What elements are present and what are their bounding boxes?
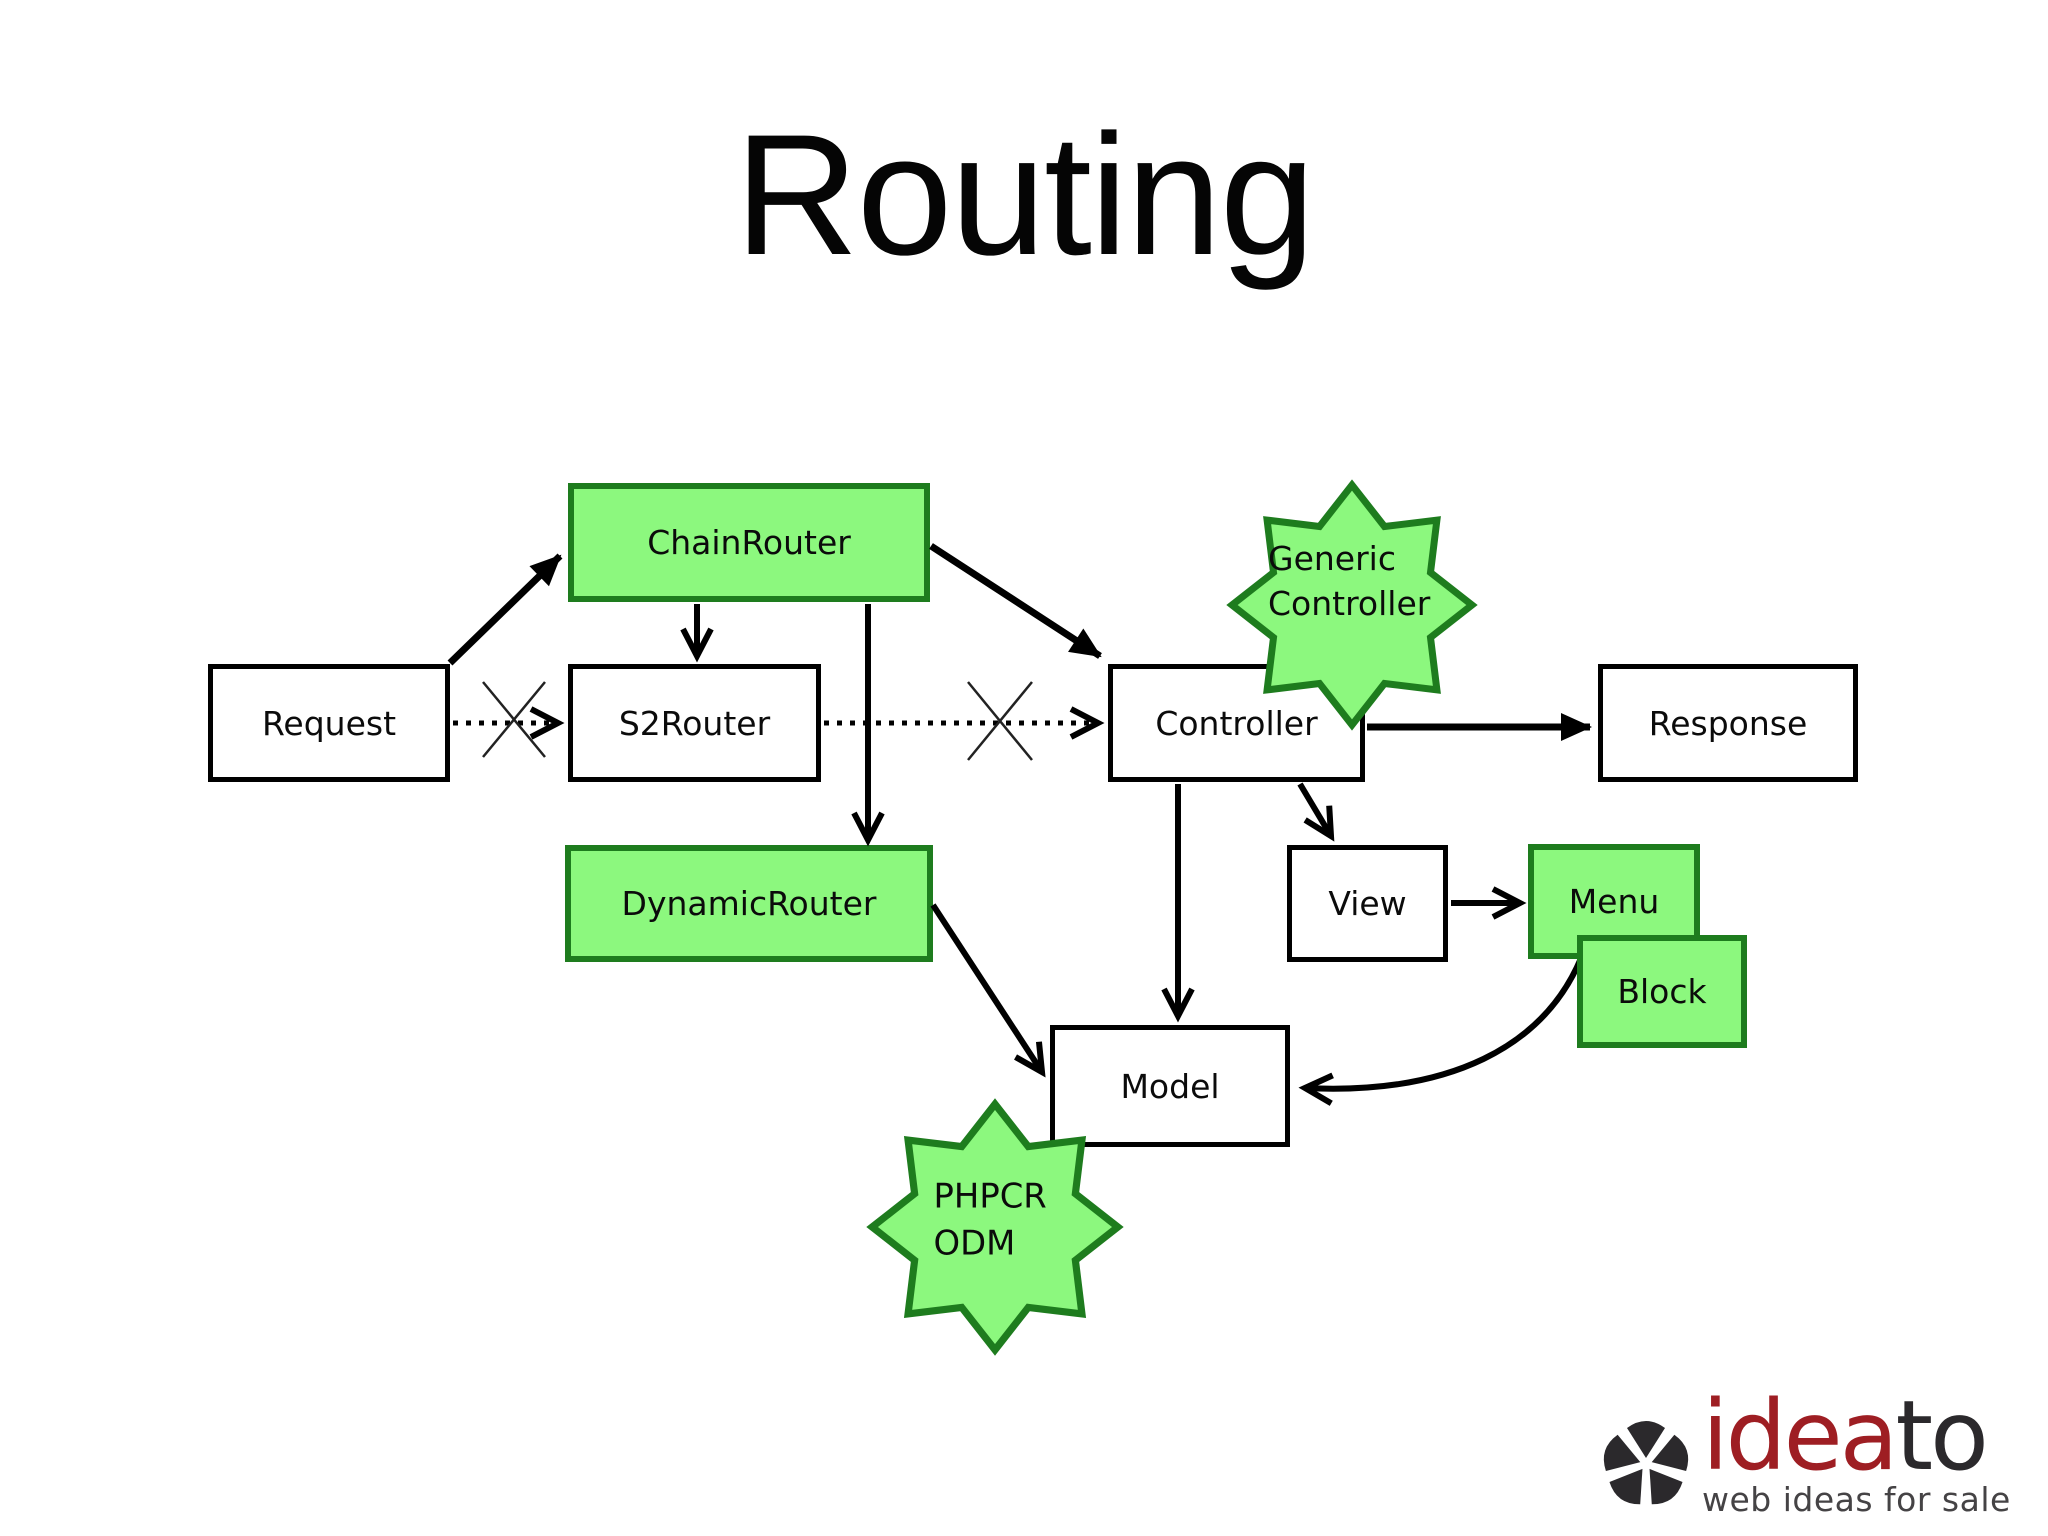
node-dynamicrouter-label: DynamicRouter	[621, 884, 877, 923]
ideato-logo: ideato web ideas for sale	[1596, 1388, 2011, 1519]
node-response: Response	[1598, 664, 1858, 782]
logo-wordmark: ideato	[1702, 1388, 2011, 1484]
star-shape	[1226, 479, 1478, 731]
arrow-controller-to-view	[1297, 782, 1335, 842]
crossed-out-mark-2	[967, 681, 1033, 761]
crossed-out-mark-1	[482, 681, 546, 758]
badge-generic-controller-line1: Generic	[1268, 539, 1396, 578]
badge-phpcr-odm-line1: PHPCR	[934, 1177, 1047, 1216]
node-s2router: S2Router	[568, 664, 821, 782]
arrow-menu-to-model-curved	[1298, 946, 1588, 1106]
node-model-label: Model	[1120, 1066, 1220, 1106]
badge-generic-controller-line2: Controller	[1268, 584, 1431, 623]
node-view: View	[1287, 845, 1448, 962]
logo-tagline: web ideas for sale	[1702, 1480, 2011, 1519]
asterisk-logo-icon	[1603, 1421, 1689, 1505]
logo-word-idea: idea	[1702, 1380, 1898, 1492]
node-dynamicrouter: DynamicRouter	[565, 845, 933, 962]
node-model: Model	[1050, 1025, 1290, 1147]
logo-word-to: to	[1895, 1380, 1989, 1492]
arrow-dynamicrouter-to-model	[930, 903, 1046, 1078]
node-s2router-label: S2Router	[618, 703, 771, 743]
node-chainrouter: ChainRouter	[568, 483, 930, 602]
badge-phpcr-odm: PHPCR ODM	[866, 1098, 1124, 1356]
node-request: Request	[208, 664, 450, 782]
node-block-label: Block	[1617, 972, 1707, 1011]
node-chainrouter-label: ChainRouter	[647, 523, 851, 562]
arrow-chainrouter-to-controller	[929, 543, 1102, 659]
node-controller-label: Controller	[1155, 703, 1318, 743]
arrow-request-to-chainrouter	[447, 553, 563, 666]
node-menu-label: Menu	[1568, 882, 1660, 921]
star-shape	[866, 1098, 1124, 1356]
node-block: Block	[1577, 935, 1747, 1048]
node-response-label: Response	[1648, 703, 1808, 743]
page-title: Routing	[734, 99, 1316, 291]
node-view-label: View	[1328, 884, 1407, 923]
node-request-label: Request	[261, 703, 397, 743]
badge-generic-controller: Generic Controller	[1226, 479, 1478, 731]
badge-phpcr-odm-line2: ODM	[934, 1224, 1016, 1263]
